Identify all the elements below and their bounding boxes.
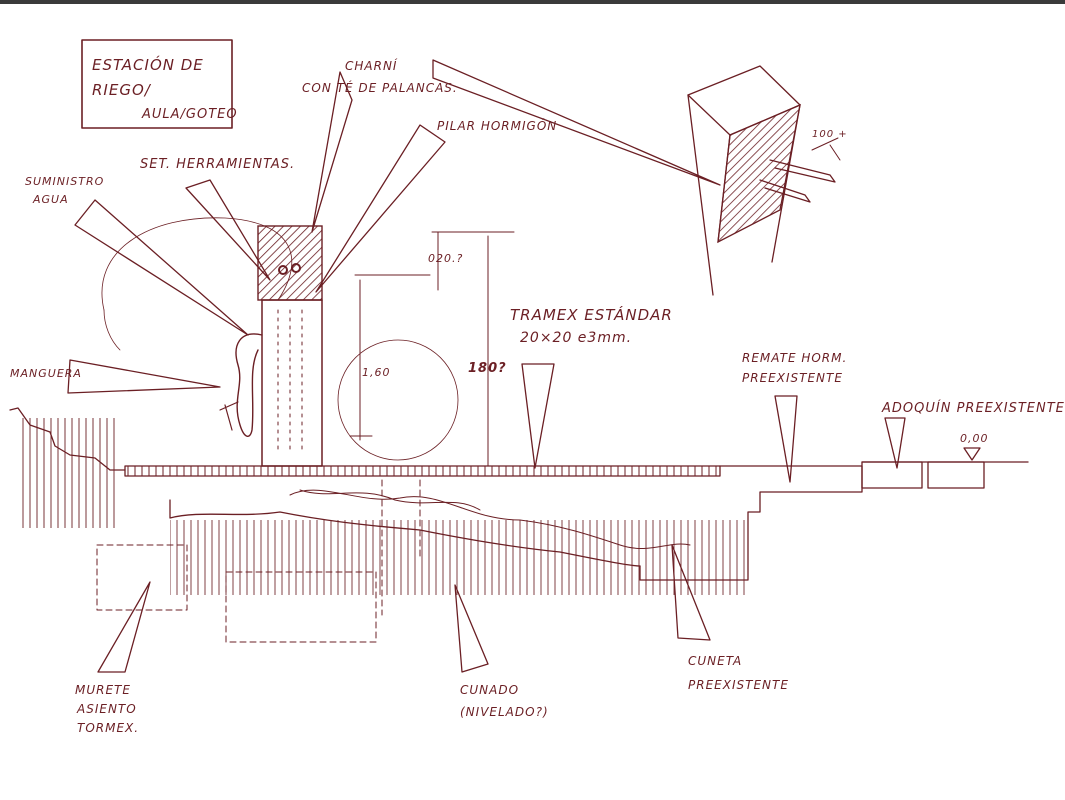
label-dim-mid: 1,60	[362, 366, 391, 379]
hose-nozzle	[219, 401, 239, 431]
label-cuneta-2: PREEXISTENTE	[688, 678, 789, 692]
water-flow-2	[299, 489, 481, 511]
title-line-3: AULA/GOTEO	[141, 107, 238, 122]
label-adoquin: ADOQUÍN PREEXISTENTE	[881, 400, 1065, 416]
scan-edge	[0, 0, 1065, 4]
label-cuneta-1: CUNETA	[688, 654, 742, 668]
label-set-herramientas: SET. HERRAMIENTAS.	[140, 157, 295, 172]
label-tramex-2: 20×20 e3mm.	[520, 330, 632, 346]
soil-under	[170, 520, 750, 595]
label-manguera: MANGUERA	[10, 367, 82, 380]
label-dim-height: 180?	[468, 361, 507, 376]
label-charnel-sub: CON TÉ DE PALANCAS.	[302, 80, 458, 95]
title-line-1: ESTACIÓN DE	[92, 55, 204, 74]
label-cunado-2: (NIVELADO?)	[460, 705, 549, 719]
label-level: 0,00	[960, 432, 989, 445]
label-tramex-1: TRAMEX ESTÁNDAR	[510, 305, 673, 324]
label-remate-2: PREEXISTENTE	[742, 371, 843, 385]
tramex-grating	[124, 465, 721, 477]
footings	[96, 479, 421, 643]
pilar-body	[261, 299, 323, 467]
title-line-2: RIEGO/	[92, 81, 152, 99]
label-dim-top: 020.?	[428, 252, 463, 265]
dimension-lines	[349, 231, 515, 467]
label-suministro-2: AGUA	[32, 193, 69, 206]
label-remate-1: REMATE HORM.	[742, 351, 847, 365]
tap-1	[278, 265, 288, 275]
label-suministro-1: SUMINISTRO	[25, 175, 104, 188]
pilar-detail	[687, 65, 841, 296]
water-flow	[289, 489, 691, 549]
label-charnel: CHARNÍ	[345, 58, 398, 73]
tool-marks	[277, 309, 303, 451]
label-murete-2: ASIENTO	[76, 702, 137, 716]
label-murete-1: MURETE	[75, 683, 131, 697]
pilar-hatch-cap	[257, 225, 323, 301]
label-pilar: PILAR HORMIGÓN	[437, 118, 557, 133]
title-box	[81, 39, 233, 129]
label-dim-detail: 100 +	[812, 129, 848, 140]
label-cunado-1: CUNADO	[460, 683, 519, 697]
label-murete-3: TORMEX.	[77, 721, 139, 735]
hose	[235, 333, 263, 437]
tap-2	[291, 263, 301, 273]
soil-left	[20, 418, 120, 528]
